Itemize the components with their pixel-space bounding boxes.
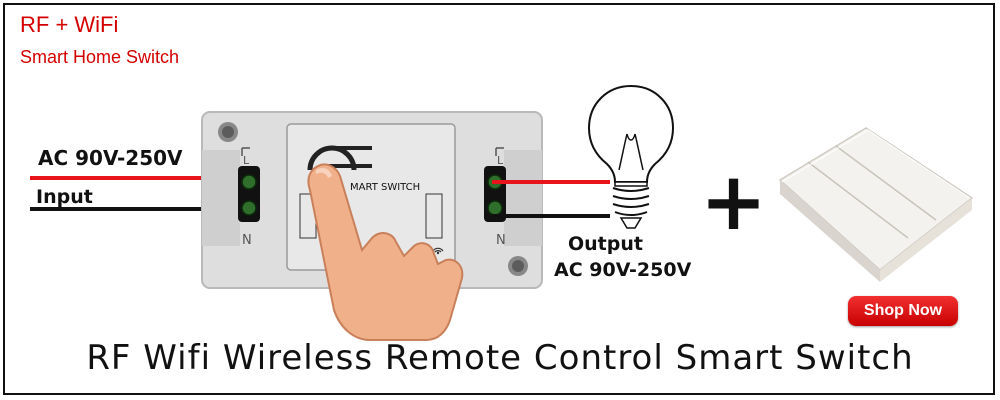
input-label: Input xyxy=(36,186,93,208)
device-terminal-l-right: L xyxy=(497,154,504,167)
wall-remote-switch-icon xyxy=(778,127,974,282)
device-terminal-n-right: N xyxy=(496,233,506,248)
plus-sign: + xyxy=(700,155,768,248)
device-model-label: MART SWITCH xyxy=(350,182,420,193)
input-voltage-label: AC 90V-250V xyxy=(38,146,183,170)
device-terminal-l-left: L xyxy=(243,154,250,167)
banner-subheading: Smart Home Switch xyxy=(20,47,180,67)
output-label: Output xyxy=(568,233,643,255)
product-title: RF Wifi Wireless Remote Control Smart Sw… xyxy=(86,338,914,378)
input-live-wire xyxy=(30,176,248,180)
pointing-hand-icon xyxy=(307,163,464,341)
output-neutral-wire xyxy=(492,214,610,218)
device-text-overlay: MART SWITCH L N L N xyxy=(242,154,506,248)
lightbulb-icon xyxy=(587,84,675,229)
output-voltage-label: AC 90V-250V xyxy=(554,259,692,281)
device-terminal-n-left: N xyxy=(242,233,252,248)
banner-heading: RF + WiFi xyxy=(20,12,119,37)
output-live-wire xyxy=(492,180,610,184)
input-neutral-wire xyxy=(30,207,248,211)
shop-now-button[interactable]: Shop Now xyxy=(848,296,958,326)
